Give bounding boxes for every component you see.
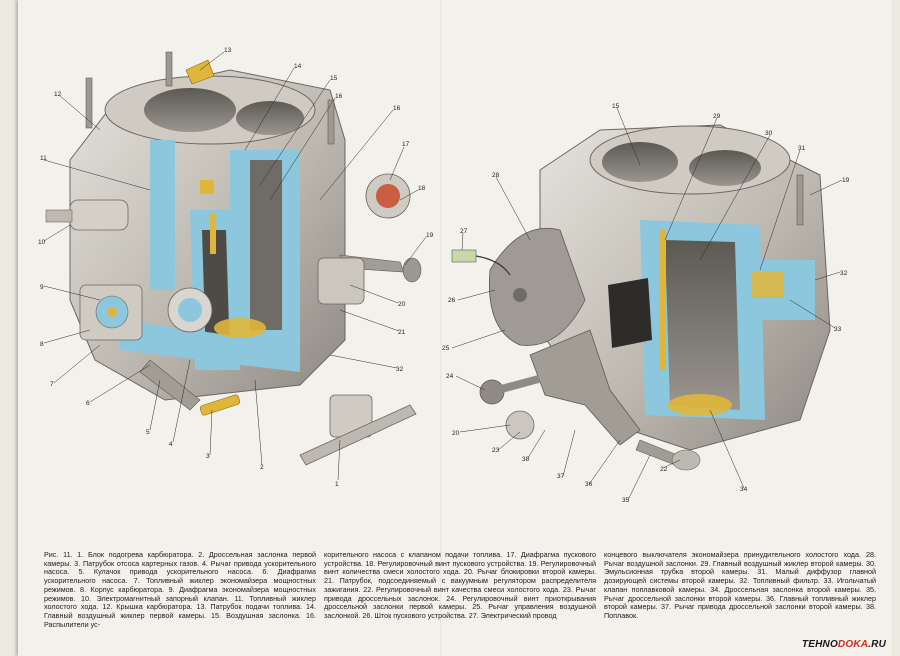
callout-3: 3 [206, 453, 210, 460]
callout-13: 13 [224, 47, 232, 54]
callout-18: 18 [418, 185, 426, 192]
callout-6: 6 [86, 400, 90, 407]
callout-leaders [43, 51, 843, 501]
callout-30: 30 [765, 130, 773, 137]
caption-column-1: Рис. 11. 1. Блок подогрева карбюратора. … [44, 551, 316, 629]
callout-numbers: 12 13 14 15 16 16 11 10 9 8 7 6 5 4 3 2 … [38, 47, 850, 504]
callout-35: 35 [622, 497, 630, 504]
callout-26: 26 [448, 297, 456, 304]
heating-block-part [299, 394, 417, 466]
callout-16b: 16 [393, 105, 401, 112]
callout-15: 15 [330, 75, 338, 82]
callout-9: 9 [40, 284, 44, 291]
callout-28: 28 [492, 172, 500, 179]
callout-16: 16 [335, 93, 343, 100]
callout-15r: 15 [612, 103, 620, 110]
callout-21: 21 [398, 329, 406, 336]
callout-11: 11 [40, 155, 47, 162]
callout-7: 7 [50, 381, 54, 388]
callout-31: 31 [798, 145, 806, 152]
callout-32r: 32 [840, 270, 848, 277]
callout-10: 10 [38, 239, 46, 246]
caption-column-2: корительного насоса с клапаном подачи то… [324, 551, 596, 620]
site-watermark: TEHNODOKA.RU [801, 639, 886, 650]
callout-24: 24 [446, 373, 454, 380]
callout-23: 23 [492, 447, 500, 454]
callout-29: 29 [713, 113, 721, 120]
callout-20: 20 [398, 301, 406, 308]
callout-38: 38 [522, 456, 530, 463]
callout-25: 25 [442, 345, 450, 352]
callout-22: 22 [660, 466, 668, 473]
caption-column-3: концевого выключателя экономайзера прину… [604, 551, 876, 620]
callout-36: 36 [585, 481, 593, 488]
callout-4: 4 [169, 441, 173, 448]
callout-32: 32 [396, 366, 404, 373]
callout-39: 19 [842, 177, 850, 184]
page-fold-shadow [440, 0, 442, 656]
callout-19: 19 [426, 232, 434, 239]
callout-33: 33 [834, 326, 842, 333]
callout-34: 34 [740, 486, 748, 493]
callout-1: 1 [335, 481, 339, 488]
callout-14: 14 [294, 63, 302, 70]
callout-5: 5 [146, 429, 150, 436]
left-carburetor-cutaway [45, 51, 422, 466]
callout-8: 8 [40, 341, 44, 348]
callout-2: 2 [260, 464, 264, 471]
callout-12: 12 [54, 91, 62, 98]
callout-27: 27 [460, 228, 468, 235]
callout-17: 17 [402, 141, 410, 148]
callout-20r: 20 [452, 430, 460, 437]
right-carburetor-cutaway [451, 124, 831, 471]
callout-37: 37 [557, 473, 565, 480]
